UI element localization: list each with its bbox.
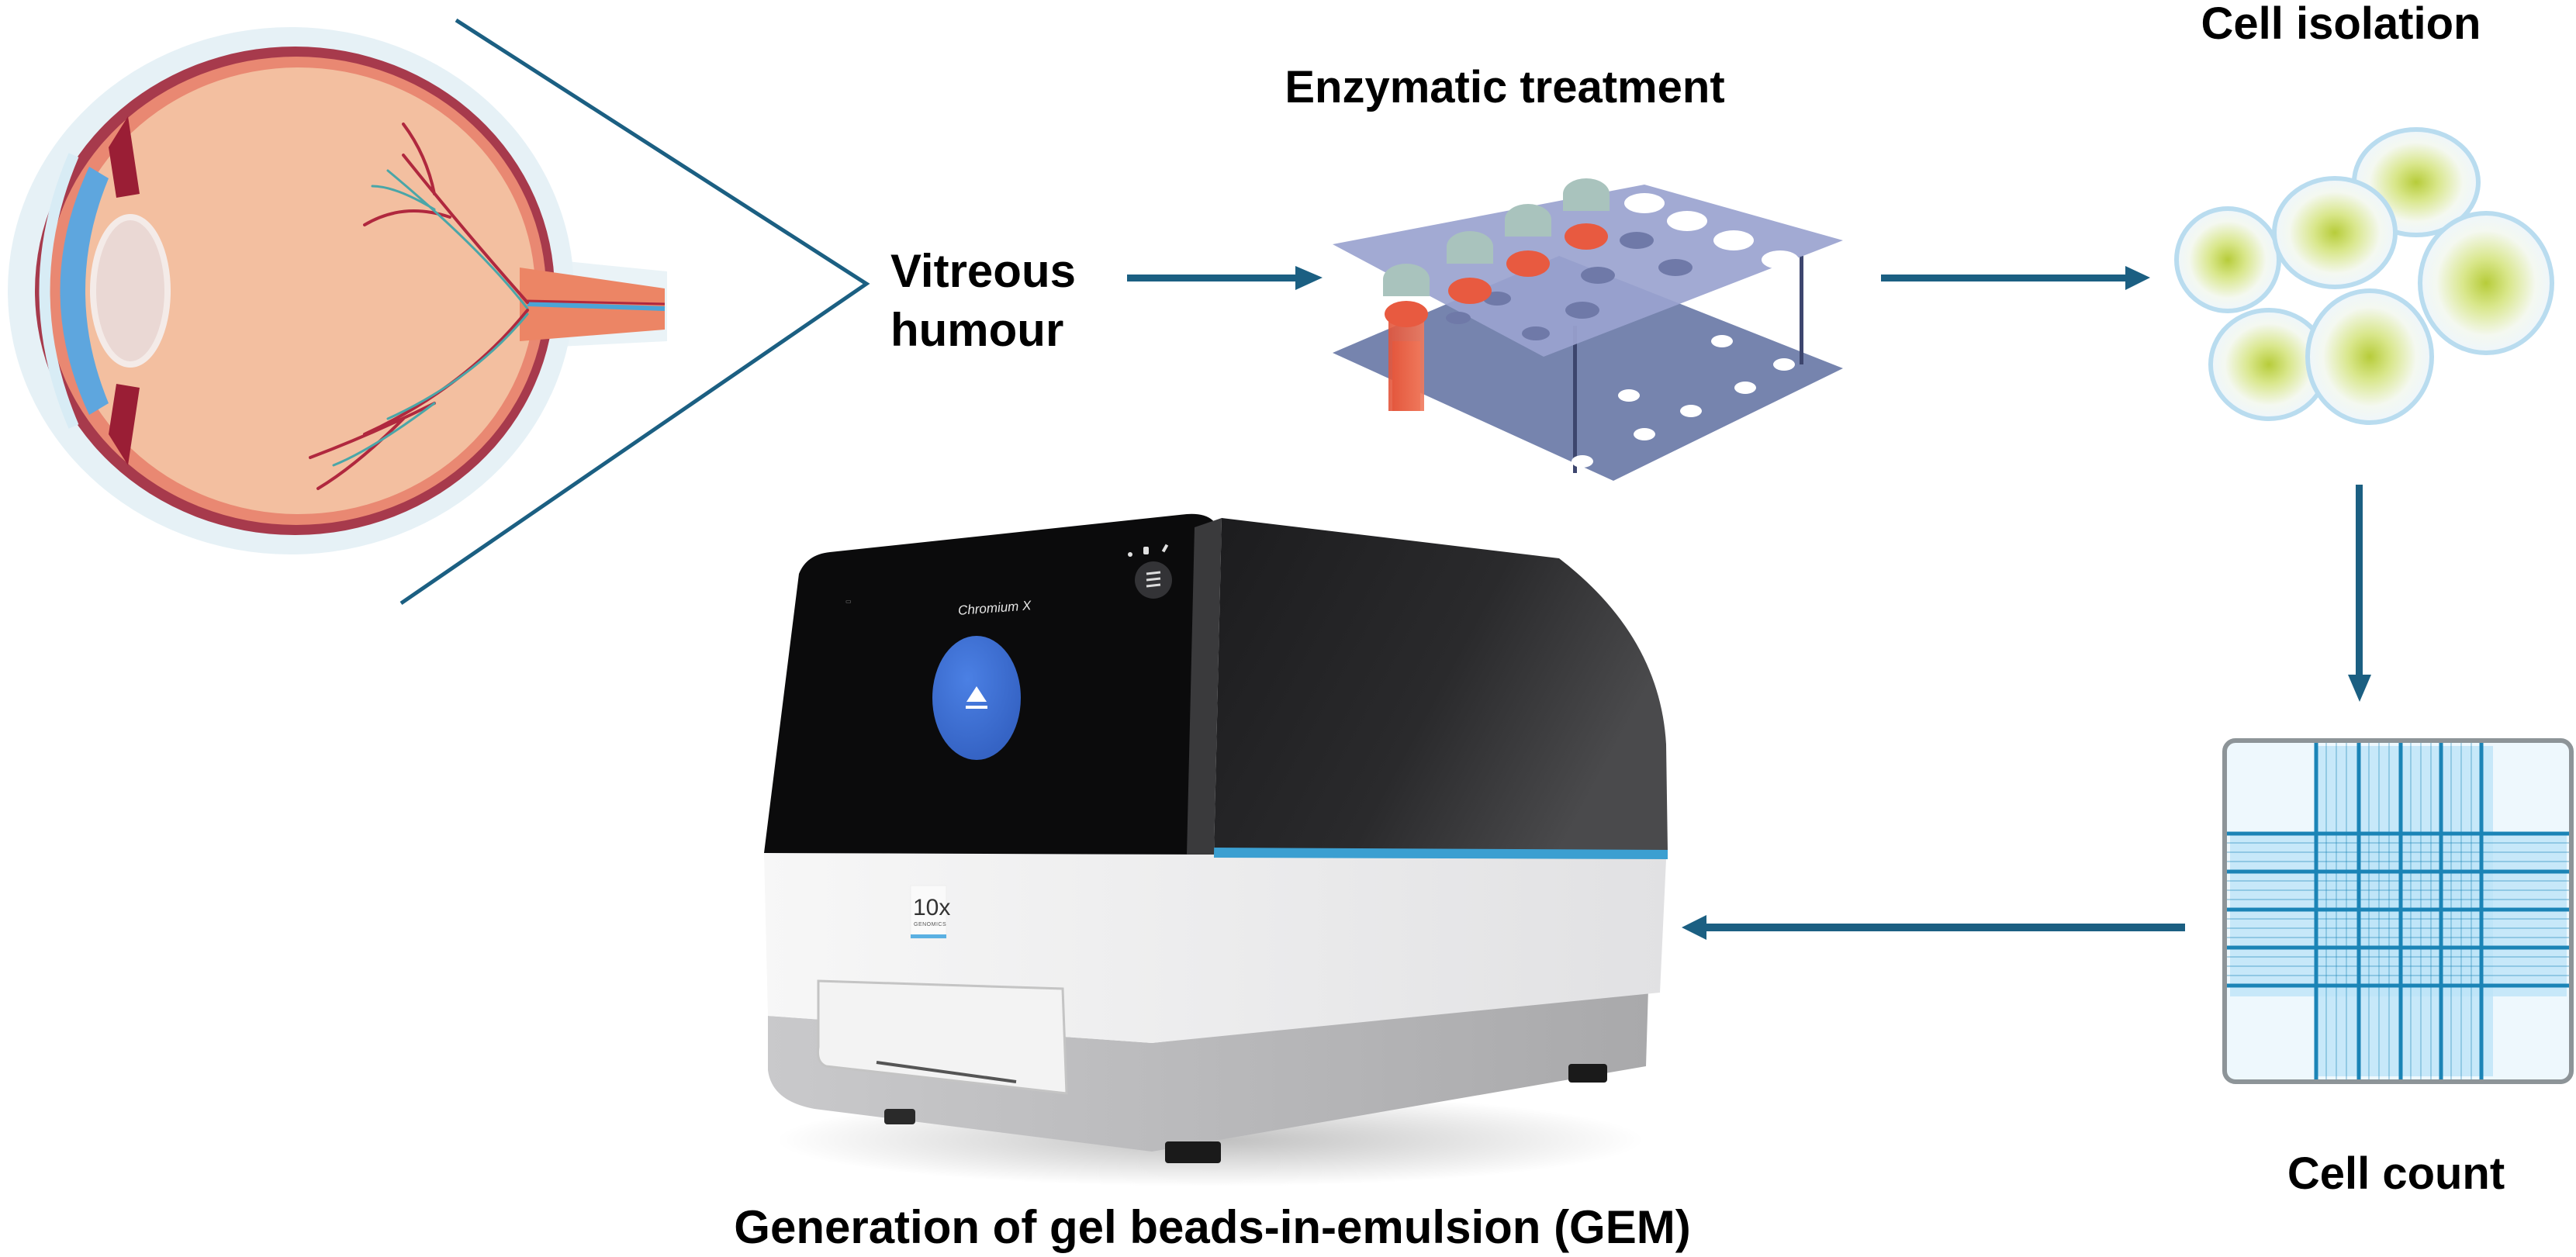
- screen-eject-button[interactable]: [932, 636, 1021, 760]
- arrow-head-left-icon: [1682, 915, 1706, 940]
- enzymatic-label: Enzymatic treatment: [1285, 62, 1724, 112]
- device-foot: [1165, 1141, 1221, 1163]
- eye-cornea: [60, 167, 109, 415]
- eject-icon: [966, 686, 987, 702]
- retinal-vessels: [309, 123, 529, 490]
- arrow-to-count: [2348, 485, 2371, 702]
- arrow-to-gem: [1682, 915, 2185, 940]
- device-foot: [884, 1109, 915, 1124]
- logo-number: 10x: [913, 895, 950, 920]
- optic-artery: [527, 299, 666, 306]
- cell-cluster-icon: [2174, 127, 2554, 425]
- hamburger-menu-icon: [1146, 571, 1161, 588]
- eye-anatomy-icon: [8, 27, 667, 554]
- shield-icon: [1143, 547, 1149, 554]
- chromium-x-device: Chromium X ▭ 10x GENOMICS: [764, 513, 1668, 1186]
- isolation-label: Cell isolation: [2201, 0, 2481, 49]
- eye-iris-bottom: [109, 384, 140, 465]
- grid-lines: [2227, 743, 2569, 1079]
- arrow-head-down-icon: [2348, 675, 2371, 702]
- pen-icon: [1161, 544, 1169, 553]
- vitreous-bracket: [399, 18, 870, 606]
- wifi-icon: [1128, 552, 1132, 557]
- eye-vitreous-body: [62, 67, 535, 514]
- screen-status-icons: [1128, 544, 1169, 557]
- rack-top-holes: [1446, 193, 1799, 340]
- eye-iris-top: [109, 116, 140, 198]
- cell: [2418, 211, 2554, 355]
- rack-leg: [1800, 256, 1803, 364]
- grid-row-band: [2230, 832, 2567, 996]
- device-foot: [1568, 1064, 1607, 1083]
- 10x-genomics-logo: 10x GENOMICS: [910, 885, 950, 939]
- device-base: [768, 989, 1648, 1152]
- test-tubes: [1383, 178, 1610, 411]
- test-tube: [1383, 264, 1430, 411]
- screen-menu-button[interactable]: [1135, 561, 1172, 599]
- vitreous-label-line1: Vitreous: [890, 245, 1076, 297]
- test-tube: [1563, 178, 1610, 250]
- vitreous-label-line2: humour: [890, 304, 1063, 356]
- test-tube: [1505, 204, 1551, 277]
- cell: [2272, 176, 2398, 289]
- test-tube-rack-icon: [1333, 178, 1843, 481]
- cell: [2174, 206, 2281, 313]
- test-tube: [1447, 231, 1493, 304]
- device-top-housing: [1214, 518, 1668, 855]
- rack-leg: [1573, 326, 1577, 473]
- logo-brand-name: GENOMICS: [914, 922, 946, 927]
- logo-stripe: [911, 934, 946, 938]
- gem-label: Generation of gel beads-in-emulsion (GEM…: [734, 1201, 1690, 1253]
- cell: [2305, 288, 2434, 425]
- arrow-head-right-icon: [1295, 266, 1323, 290]
- arrow-to-isolation: [1881, 266, 2150, 290]
- arrow-to-enzymatic: [1127, 266, 1323, 290]
- count-label: Cell count: [2287, 1148, 2505, 1199]
- eject-icon-bar: [966, 706, 987, 709]
- screen-status-indicator: ▭: [845, 598, 852, 605]
- device-screen-edge: [1187, 518, 1222, 855]
- optic-vein: [527, 302, 666, 311]
- device-drawer[interactable]: [817, 979, 1068, 1095]
- drawer-slot: [876, 1061, 1017, 1083]
- hemocytometer-grid-icon: [2222, 738, 2574, 1084]
- device-stripe: [1214, 848, 1668, 859]
- eye-lens: [90, 214, 171, 368]
- eye-cornea-edge: [39, 153, 79, 429]
- arrow-head-right-icon: [2125, 266, 2150, 290]
